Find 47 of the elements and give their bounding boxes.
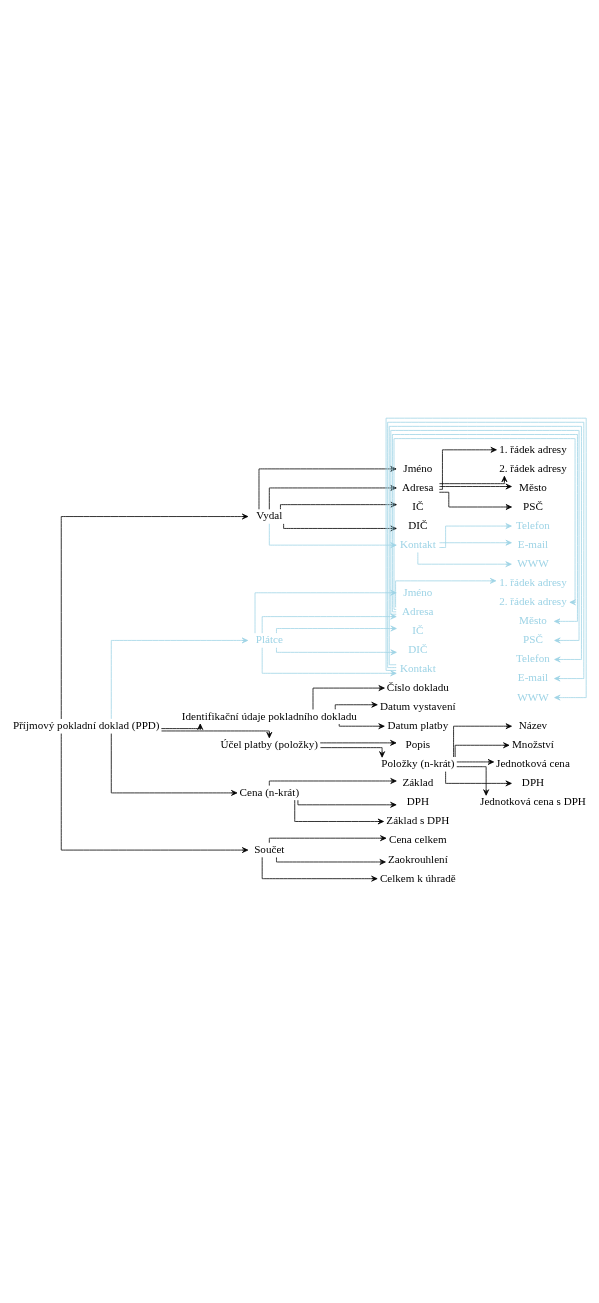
node-text: PSČ (523, 632, 543, 645)
node-text: Zaokrouhlení (387, 852, 448, 865)
node-text: Datum platby (387, 718, 449, 731)
node-text: Jednotková cena s DPH (480, 794, 586, 807)
node-text: 1. řádek adresy (499, 442, 567, 455)
node-text: PSČ (523, 499, 543, 512)
node-text: Cena (n-krát) (239, 785, 300, 798)
node-text: Množství (511, 737, 554, 750)
node-text: Město (519, 480, 547, 493)
node-text: DPH (406, 794, 429, 807)
node-text: Jednotková cena (496, 756, 570, 769)
node-text: 1. řádek adresy (499, 575, 567, 588)
node-text: Účel platby (položky) (220, 737, 319, 750)
node-text: Kontakt (399, 661, 436, 674)
node-text: DIČ (408, 518, 428, 531)
node-text: Adresa (402, 480, 434, 493)
node-text: Celkem k úhradě (379, 871, 456, 884)
node-text: 2. řádek adresy (499, 594, 567, 607)
node-text: Cena celkem (388, 832, 447, 845)
node-text: 2. řádek adresy (499, 461, 567, 474)
node-text: Popis (405, 737, 431, 750)
node-text: Součet (254, 842, 285, 855)
node-text: Vydal (256, 508, 283, 521)
node-text: Položky (n-krát) (381, 756, 455, 769)
node-text: E-mail (517, 670, 549, 683)
node-text: DIČ (408, 642, 428, 655)
node-text: Základ s DPH (386, 813, 450, 826)
node-text: Kontakt (399, 537, 436, 550)
node-text: IČ (412, 499, 424, 512)
node-text: Telefon (516, 518, 550, 531)
node-text: Plátce (255, 632, 283, 645)
node-text: Datum vystavení (380, 699, 456, 712)
node-text: Identifikační údaje pokladního dokladu (181, 709, 357, 722)
node-text: Příjmový pokladní doklad (PPD) (12, 718, 160, 731)
node-text: Telefon (516, 651, 550, 664)
node-text: WWW (517, 690, 549, 703)
node-text: DPH (521, 775, 545, 788)
node-text: Číslo dokladu (386, 680, 449, 693)
node-text: WWW (517, 556, 549, 569)
node-text: Adresa (402, 604, 434, 617)
node-text: Základ (402, 775, 434, 788)
node-text: E-mail (517, 537, 549, 550)
node-text: Název (518, 718, 548, 731)
node-text: Jméno (403, 461, 433, 474)
node-text: IČ (412, 623, 424, 636)
node-text: Město (519, 613, 547, 626)
node-text: Jméno (403, 585, 433, 598)
